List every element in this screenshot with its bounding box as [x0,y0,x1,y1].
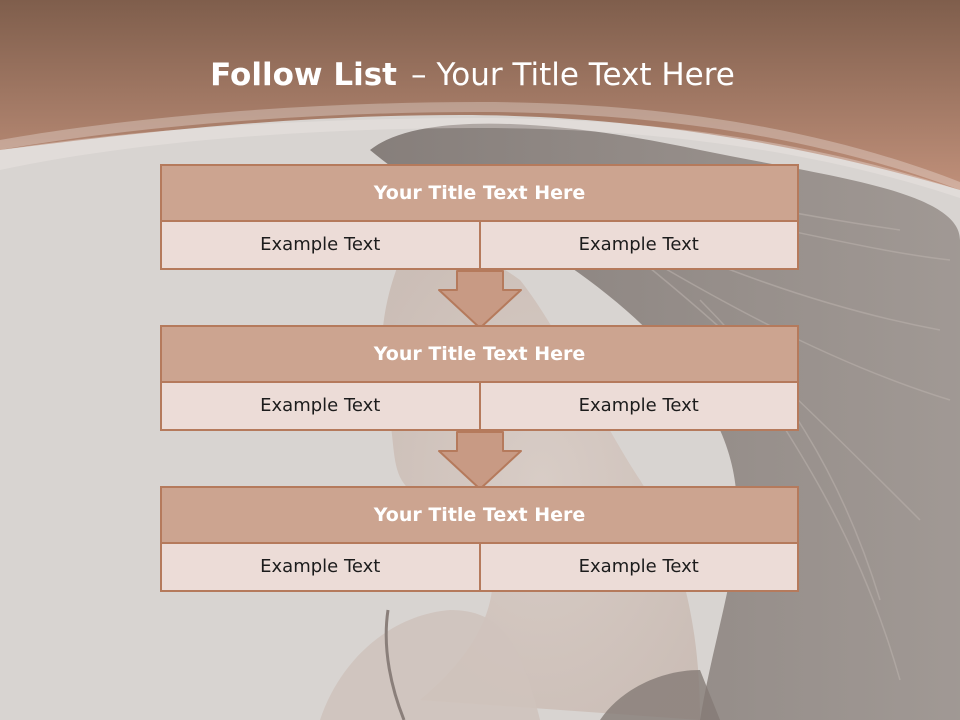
block-cell-right: Example Text [478,544,798,590]
block-cell-left: Example Text [260,556,381,577]
block-cell-right: Example Text [478,383,798,429]
slide-title: Follow List–Your Title Text Here [0,52,945,98]
list-block-1: Your Title Text Here Example Text Exampl… [160,164,799,270]
list-block-2: Your Title Text Here Example Text Exampl… [160,325,799,431]
block-title: Your Title Text Here [162,166,797,222]
down-arrow-icon [438,431,522,490]
block-cell-right: Example Text [478,222,798,268]
list-block-3: Your Title Text Here Example Text Exampl… [160,486,799,592]
title-rest-text: Your Title Text Here [436,57,735,93]
title-separator: – [410,57,427,93]
title-bold-text: Follow List [210,57,397,93]
block-title: Your Title Text Here [162,327,797,383]
block-cell-left: Example Text [260,395,381,416]
block-title: Your Title Text Here [162,488,797,544]
block-row: Example Text Example Text [162,222,797,268]
block-cell-left: Example Text [260,234,381,255]
block-row: Example Text Example Text [162,544,797,590]
block-row: Example Text Example Text [162,383,797,429]
down-arrow-icon [438,270,522,329]
